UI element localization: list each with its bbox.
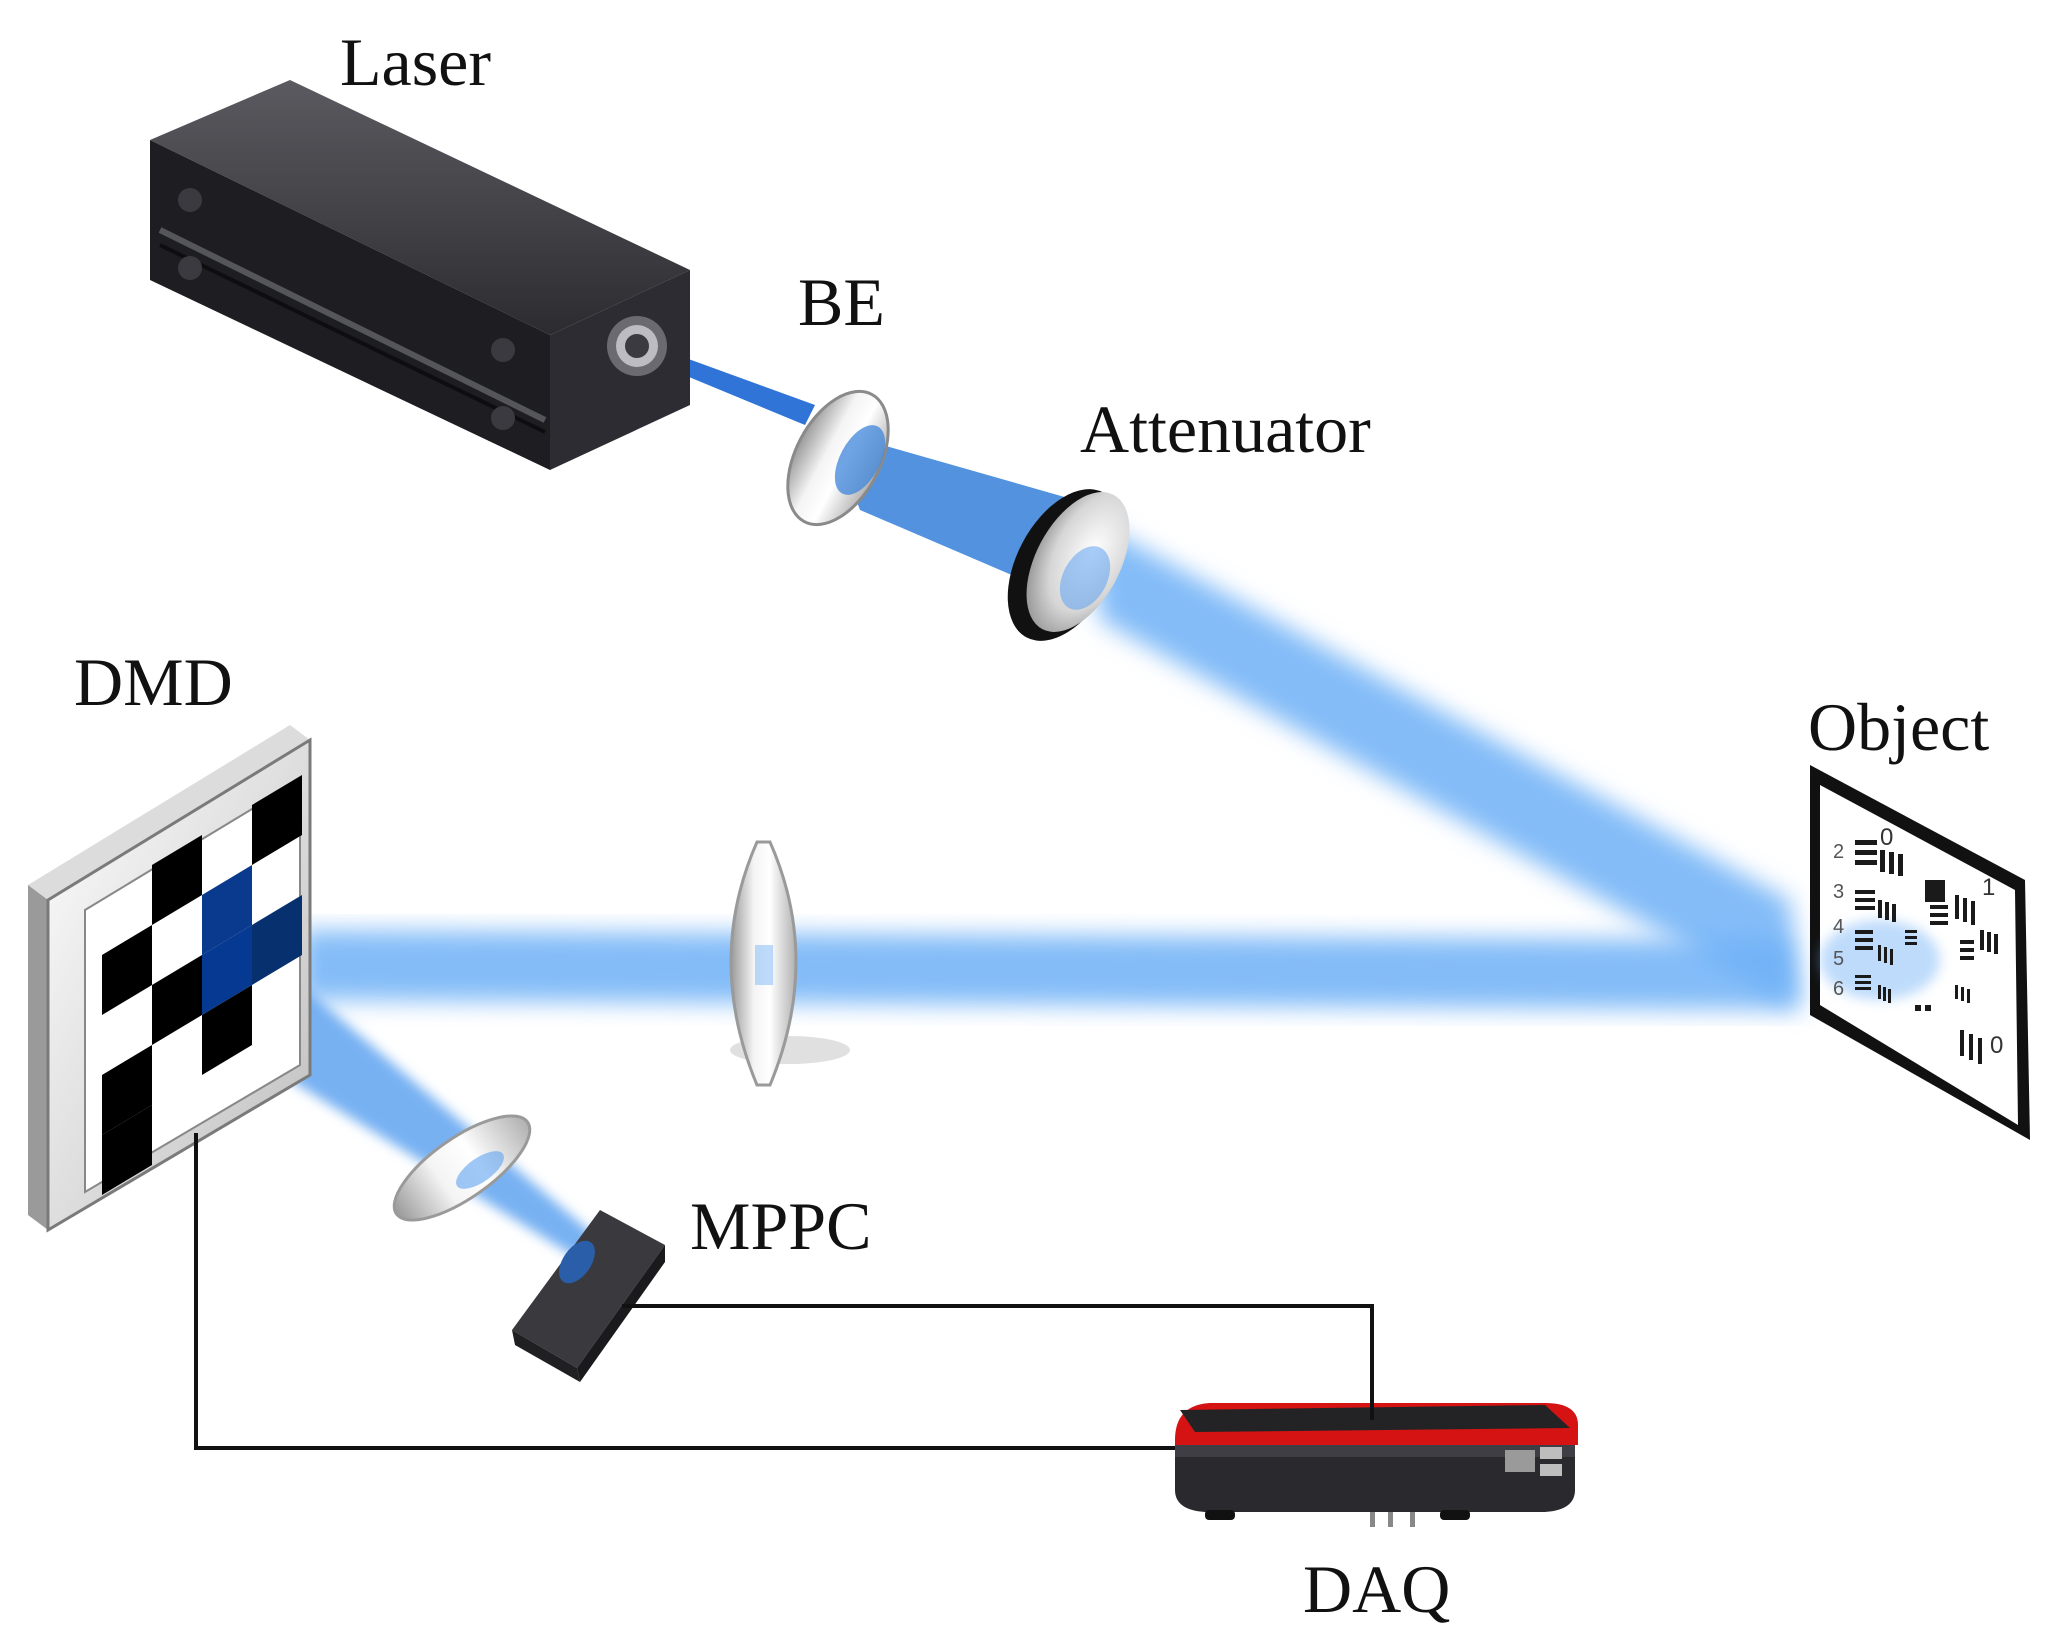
object-target: 2 3 4 5 6 0 1 0 [1810,765,2030,1140]
cable-mppc-to-daq [622,1304,1374,1420]
label-dmd: DMD [74,644,233,720]
target-number-5: 5 [1833,948,1844,970]
target-number-4: 4 [1833,916,1844,938]
laser-housing [150,80,690,470]
label-attenuator: Attenuator [1080,391,1371,467]
imaging-lens [729,840,850,1087]
be-lens [786,389,890,527]
dmd-checker-pattern [102,775,302,1195]
target-number-right-0: 0 [1990,1032,2003,1059]
beam-laser-to-be [650,345,815,425]
daq-device [1175,1403,1578,1527]
beam-dmd-to-mppc [260,950,600,1260]
cable-dmd-to-daq [194,1133,1175,1450]
label-laser: Laser [340,24,492,100]
label-daq: DAQ [1303,1551,1451,1627]
mppc-detector [512,1210,665,1382]
beam-object-to-dmd [300,930,1795,1010]
attenuator-disc [1007,489,1130,641]
target-number-3: 3 [1833,881,1844,903]
dmd-device [28,725,312,1233]
target-number-6: 6 [1833,978,1844,1000]
target-bar-groups [1855,840,1998,1064]
laser-aperture [607,316,667,376]
label-mppc: MPPC [690,1188,872,1264]
target-group-numbers: 2 3 4 5 6 0 1 0 [1833,824,2003,1059]
beam-attenuator-to-object [1090,520,1800,1010]
target-number-2: 2 [1833,841,1844,863]
target-number-top-0: 0 [1880,824,1893,851]
collection-lens [392,1114,532,1222]
label-be: BE [798,264,885,340]
label-object: Object [1808,689,1990,765]
target-number-right-1: 1 [1982,874,1995,901]
